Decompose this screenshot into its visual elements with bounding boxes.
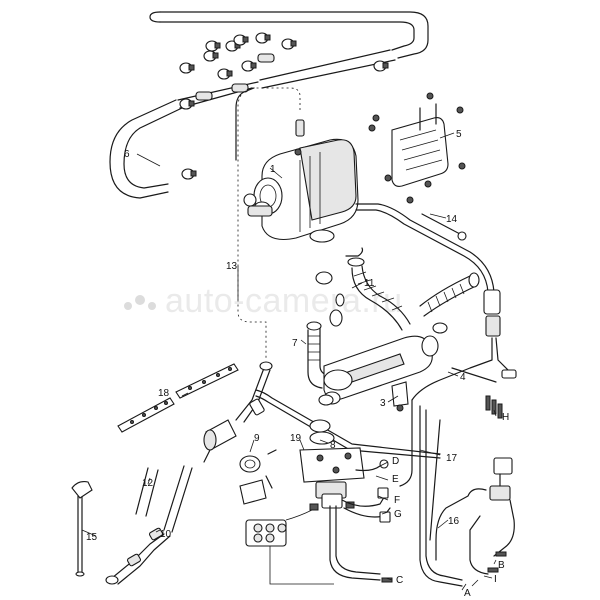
label-18: 18 (158, 388, 170, 399)
heater-unit-1 (243, 138, 359, 243)
bracket-9 (239, 449, 277, 505)
silencer-clamps (315, 247, 448, 406)
mounting-straps-18 (117, 363, 239, 433)
label-8: 8 (330, 440, 336, 451)
silencer-assembly (323, 335, 439, 405)
flex-hose-right (419, 272, 480, 317)
label-F: F (394, 495, 400, 506)
control-unit-19 (299, 419, 389, 511)
hose-routing-13 (235, 87, 305, 360)
label-17: 17 (446, 453, 458, 464)
label-9: 9 (254, 433, 260, 444)
fuel-hoses-10-12 (105, 465, 193, 585)
label-D: D (392, 456, 399, 467)
terminals-h (485, 395, 503, 419)
lower-harness (329, 399, 463, 587)
label-3: 3 (380, 398, 386, 409)
fuel-pump (203, 361, 273, 463)
label-7: 7 (292, 338, 298, 349)
hose-clamps-group (179, 32, 389, 180)
label-H: H (502, 412, 509, 423)
fuel-line-17 (255, 389, 441, 459)
mounting-bracket-5 (368, 92, 466, 204)
label-14: 14 (446, 214, 458, 225)
relay-switch-16 (435, 457, 515, 587)
label-6: 6 (124, 149, 130, 160)
label-1: 1 (270, 164, 276, 175)
watermark: auto-camera.ru (124, 282, 403, 320)
label-5: 5 (456, 129, 462, 140)
sensor-4 (451, 367, 497, 383)
label-15: 15 (86, 532, 98, 543)
label-I: I (494, 574, 497, 585)
fuel-pickup-15 (71, 481, 93, 577)
label-11: 11 (364, 278, 375, 289)
label-12: 12 (142, 478, 154, 489)
watermark-text: auto-camera.ru (165, 282, 403, 320)
label-16: 16 (448, 516, 460, 527)
flex-hose-11 (347, 257, 411, 331)
label-4: 4 (460, 372, 466, 383)
callout-labels: 6 1 5 14 13 11 7 3 4 H 18 9 19 8 17 D E … (86, 129, 509, 599)
wiring-harness (355, 203, 517, 401)
bracket-3 (391, 381, 409, 412)
leader-lines (81, 132, 497, 591)
label-10: 10 (160, 529, 172, 540)
bolt-14 (421, 213, 467, 241)
label-B: B (498, 560, 505, 571)
fuse-holder-icon (245, 509, 334, 585)
label-C: C (396, 575, 403, 586)
label-A: A (464, 588, 471, 599)
label-E: E (392, 474, 399, 485)
label-19: 19 (290, 433, 302, 444)
label-G: G (394, 509, 402, 520)
label-13: 13 (226, 261, 238, 272)
